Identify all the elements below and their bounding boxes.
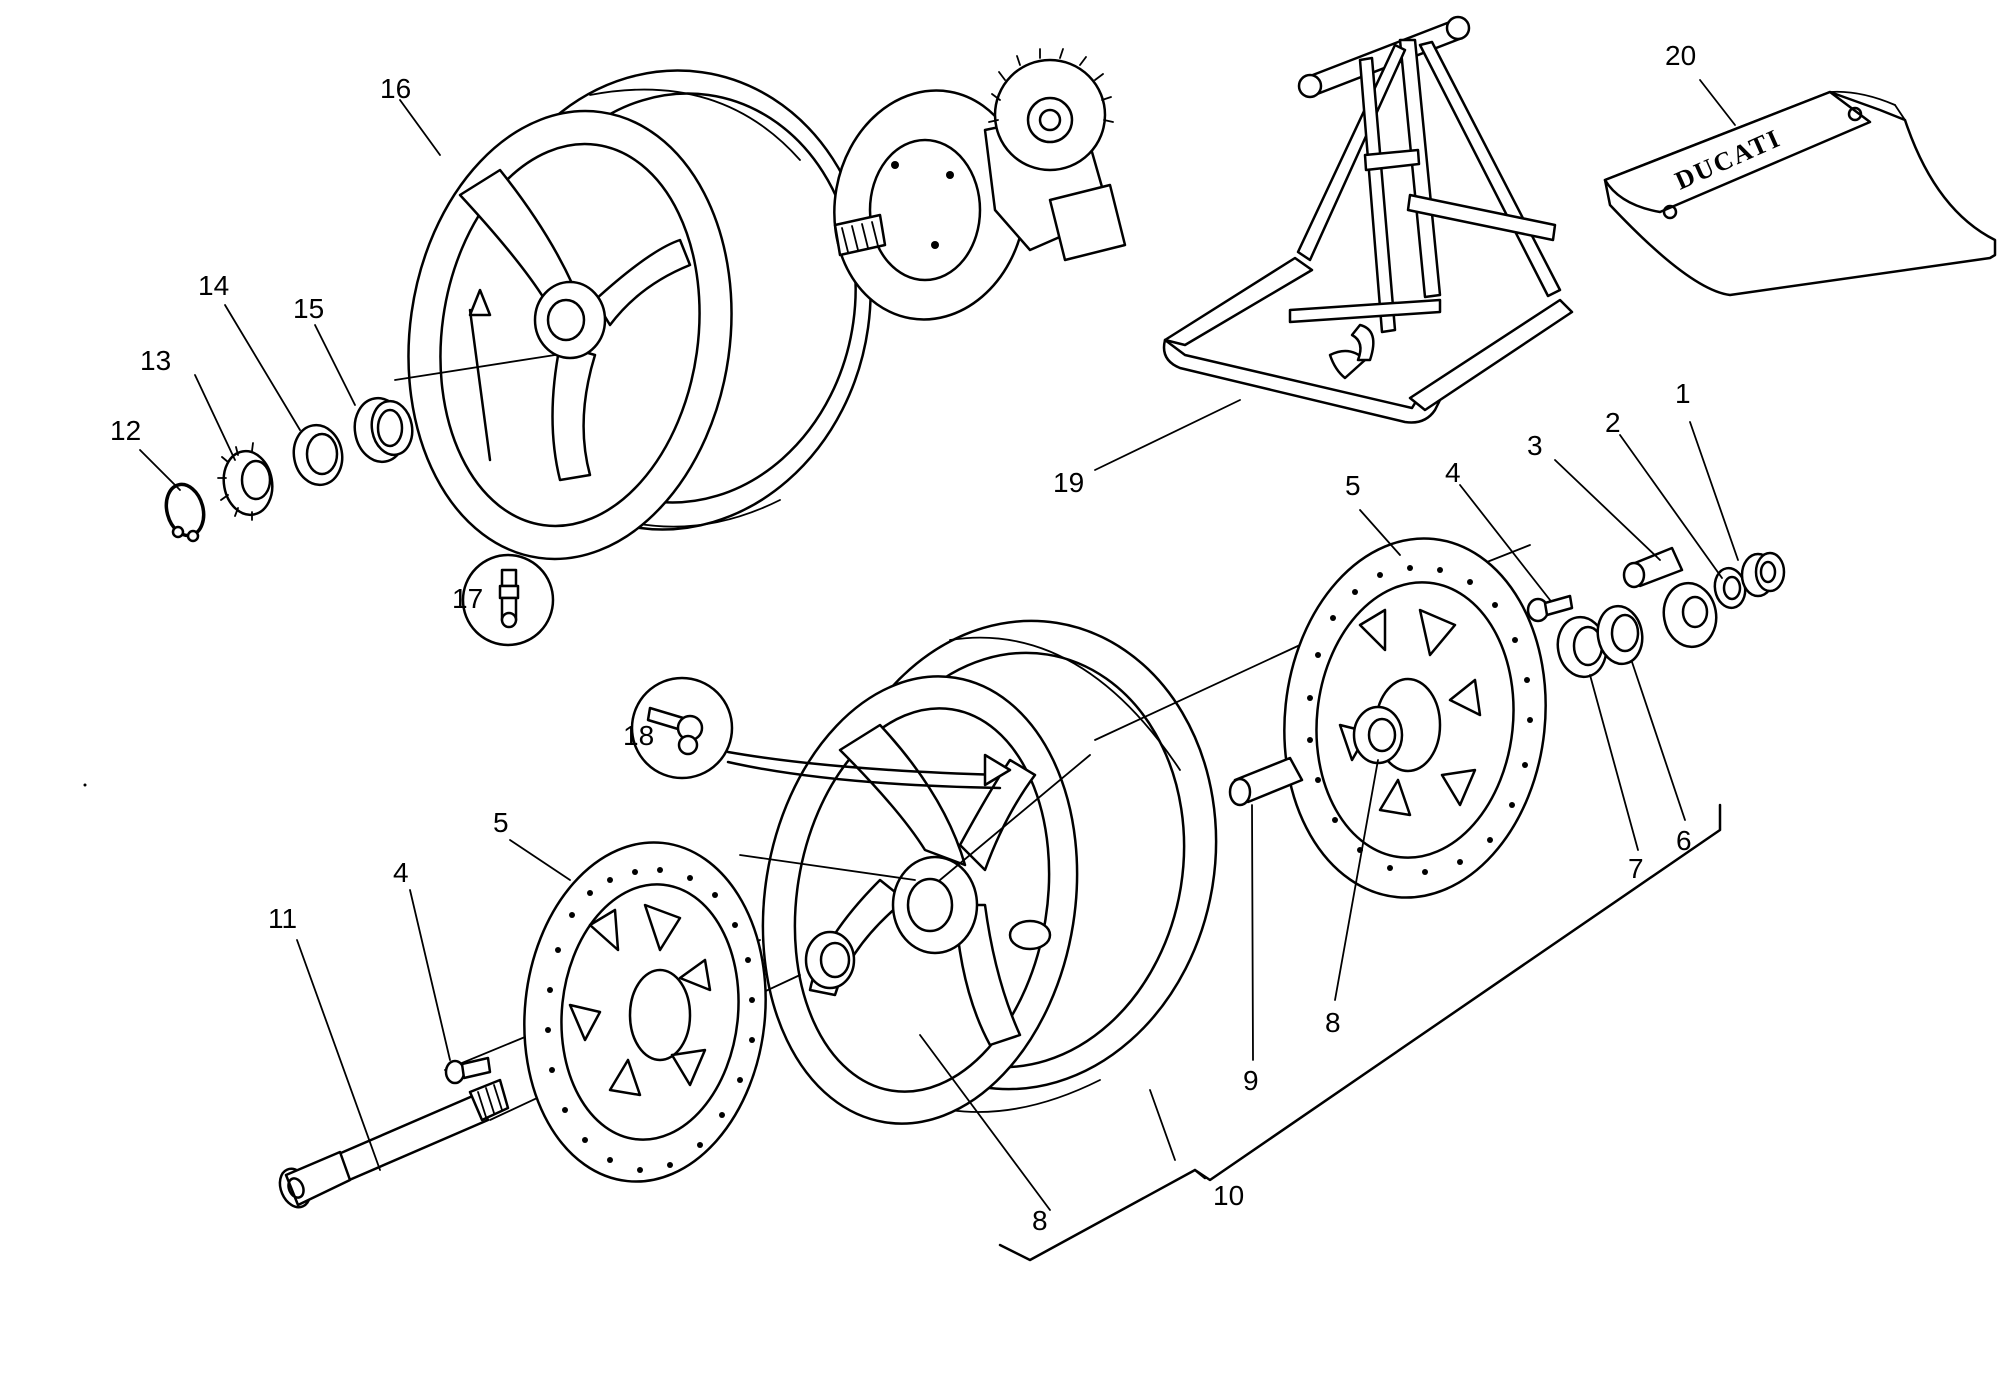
assembly-bracket-10 [998, 803, 1722, 1262]
callout-5-right: 5 [1345, 470, 1361, 501]
rear-hub-assembly [833, 48, 1127, 321]
part-1-nut [1740, 551, 1786, 598]
part-14-washer [292, 423, 344, 487]
callout-8-right: 8 [1325, 1007, 1341, 1038]
callout-4-right: 4 [1445, 457, 1461, 488]
callout-17: 17 [452, 583, 483, 614]
callout-2: 2 [1605, 407, 1621, 438]
callout-4-left: 4 [393, 857, 409, 888]
callout-15: 15 [293, 293, 324, 324]
part-4-disc-bolt-right [1526, 594, 1574, 623]
rear-sprocket [988, 48, 1114, 172]
callout-13: 13 [140, 345, 171, 376]
callout-9: 9 [1243, 1065, 1259, 1096]
callout-8-left: 8 [1032, 1205, 1048, 1236]
callout-11: 11 [268, 903, 297, 934]
callout-14: 14 [198, 270, 229, 301]
callout-16: 16 [380, 73, 411, 104]
part-19-paddock-stand [1162, 15, 1574, 424]
rear-axle-line [394, 354, 556, 381]
part-3-speedo-drive [1622, 546, 1718, 649]
part-8-bearing-left [804, 930, 856, 990]
front-disc-right [1283, 537, 1547, 899]
front-wheel [761, 619, 1218, 1125]
part-4-disc-bolt-left [444, 1056, 492, 1085]
callout-10: 10 [1213, 1180, 1244, 1211]
callout-labels: 1 2 3 4 5 6 7 8 9 10 8 11 4 5 12 13 14 1… [110, 40, 1696, 1236]
part-17-valve-inset [461, 308, 555, 647]
part-12-circlip [164, 482, 206, 543]
front-axle-line [739, 544, 1531, 881]
callout-6: 6 [1676, 825, 1692, 856]
part-18-valve-inset [630, 676, 1012, 790]
part-9-spacer [1228, 756, 1304, 807]
callout-5-left: 5 [493, 807, 509, 838]
part-11-front-axle [278, 1078, 510, 1209]
callout-1: 1 [1675, 378, 1691, 409]
callout-12: 12 [110, 415, 141, 446]
part-6-bearing [1596, 604, 1644, 666]
part-20-tool-bag: DUCATI [1603, 90, 1997, 297]
front-disc-left [523, 841, 767, 1183]
part-15-spacer [353, 396, 414, 464]
stray-dot [83, 783, 87, 787]
part-13-ring-nut [217, 442, 274, 521]
callout-19: 19 [1053, 467, 1084, 498]
rear-wheel [407, 69, 872, 561]
part-8-bearing-right [1352, 705, 1404, 765]
leader-lines [139, 79, 1739, 1211]
callout-7: 7 [1628, 853, 1644, 884]
callout-18: 18 [623, 720, 654, 751]
callout-20: 20 [1665, 40, 1696, 71]
callout-3: 3 [1527, 430, 1543, 461]
